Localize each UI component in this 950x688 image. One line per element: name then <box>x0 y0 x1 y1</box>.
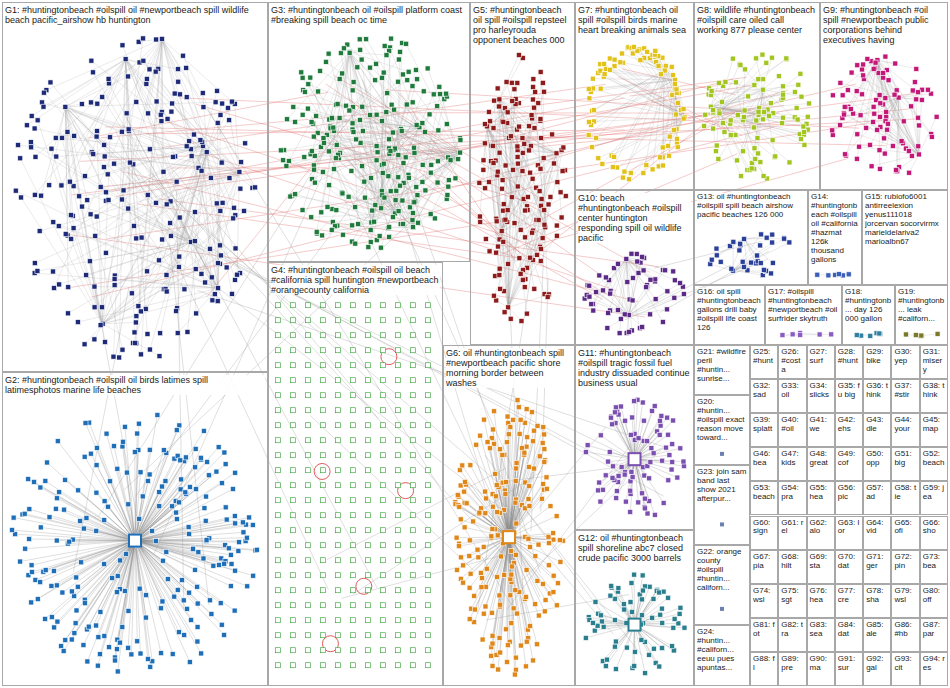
graph-canvas: G1: #huntingtonbeach #oilspill oil #newp… <box>0 0 950 688</box>
